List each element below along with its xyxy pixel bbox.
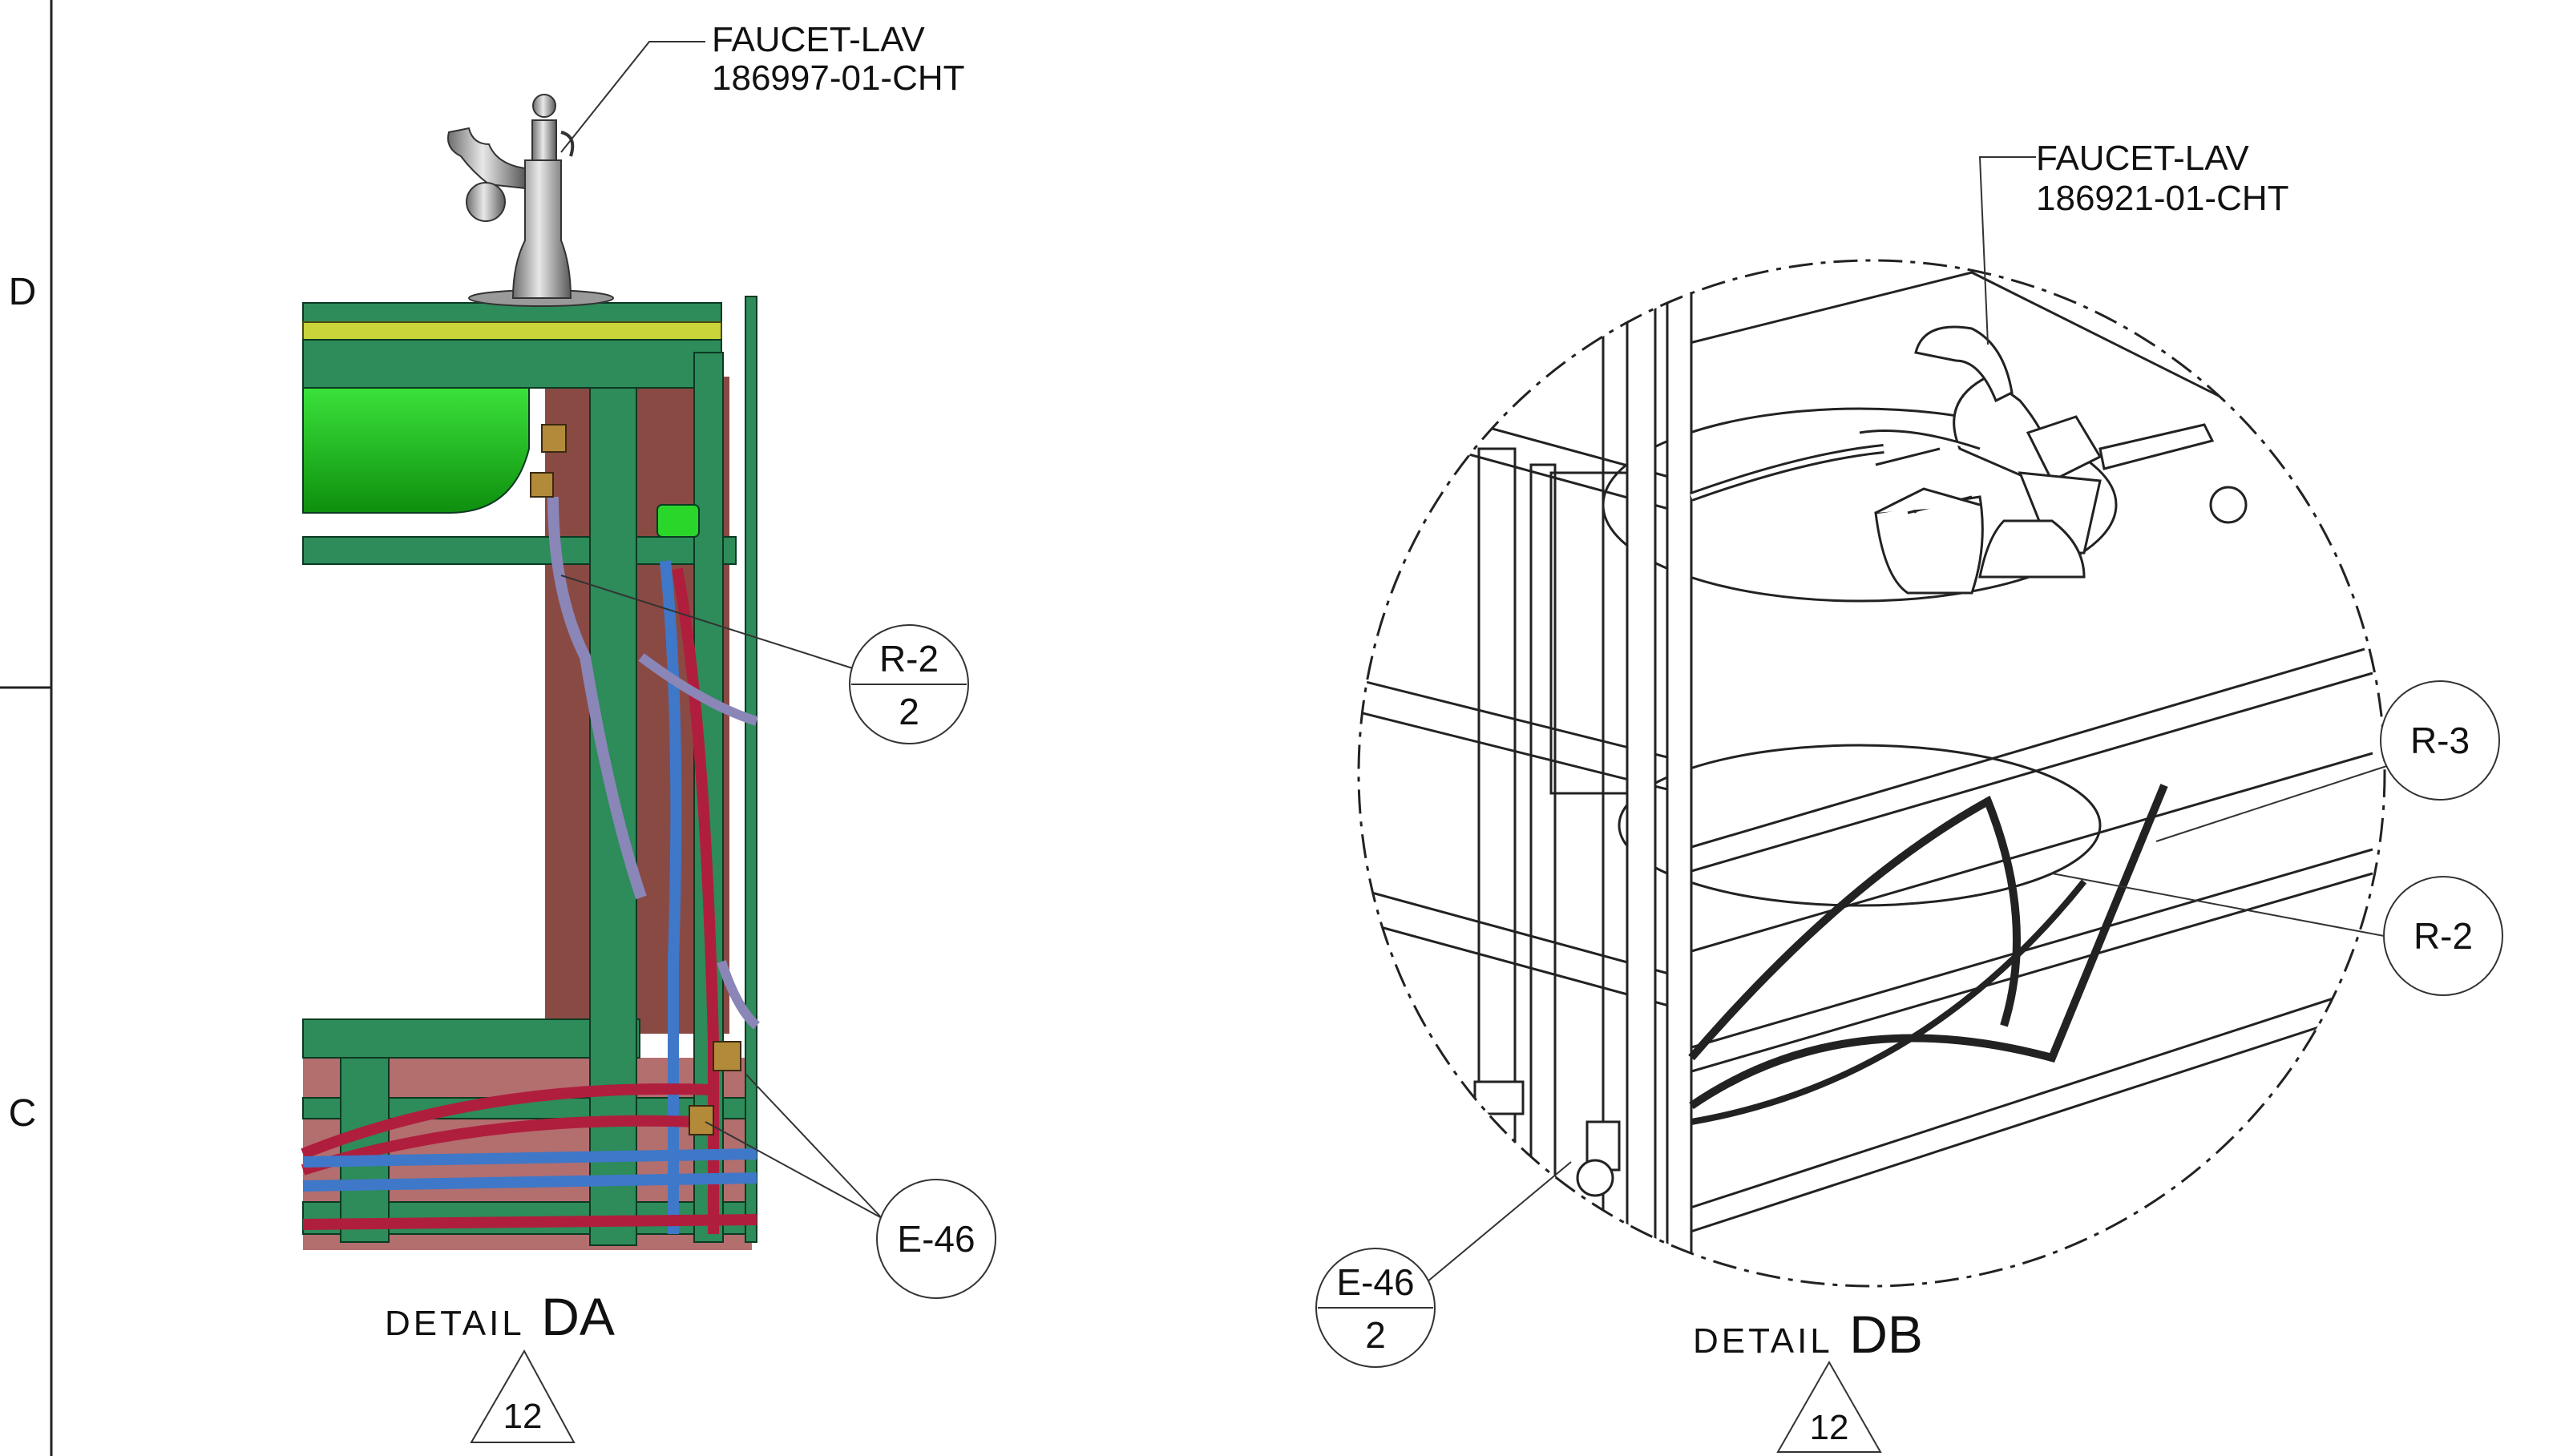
zone-label-c: C <box>9 1092 37 1135</box>
svg-text:2: 2 <box>1365 1314 1386 1356</box>
svg-text:12: 12 <box>1810 1408 1849 1447</box>
faucet-db-icon <box>1859 325 2215 595</box>
detail-db-leaders <box>1426 156 2410 1283</box>
db-bubble-r3[interactable]: R-3 <box>2380 680 2500 801</box>
faucet-da-icon <box>447 94 614 307</box>
sheet-border <box>0 0 53 1456</box>
detail-db-title: DETAIL DB <box>1693 1305 1923 1364</box>
da-bubble-e46[interactable]: E-46 <box>876 1179 996 1299</box>
detail-da-drawing <box>301 296 761 1250</box>
svg-text:E-46: E-46 <box>1336 1261 1414 1303</box>
svg-text:R-2: R-2 <box>2414 915 2473 957</box>
da-faucet-part: 186997-01-CHT <box>712 58 965 98</box>
db-sheet-ref-triangle[interactable]: 12 <box>1776 1360 1882 1453</box>
da-faucet-label: FAUCET-LAV <box>712 20 925 59</box>
detail-da-leaders <box>560 41 883 1219</box>
zone-label-d: D <box>9 271 37 313</box>
svg-text:E-46: E-46 <box>897 1218 975 1260</box>
db-faucet-label: FAUCET-LAV <box>2036 139 2249 178</box>
detail-db-drawing <box>1357 259 2386 1288</box>
da-bubble-r2[interactable]: R-2 2 <box>849 624 969 744</box>
db-bubble-r2[interactable]: R-2 <box>2383 876 2503 996</box>
svg-text:R-3: R-3 <box>2410 720 2470 761</box>
db-faucet-part: 186921-01-CHT <box>2036 179 2289 218</box>
db-bubble-e46[interactable]: E-46 2 <box>1315 1248 1436 1368</box>
detail-da-title: DETAIL DA <box>385 1287 615 1346</box>
da-sheet-ref-triangle[interactable]: 12 <box>470 1349 576 1443</box>
svg-text:R-2: R-2 <box>879 638 939 680</box>
svg-text:12: 12 <box>503 1397 543 1436</box>
svg-text:2: 2 <box>899 691 919 732</box>
